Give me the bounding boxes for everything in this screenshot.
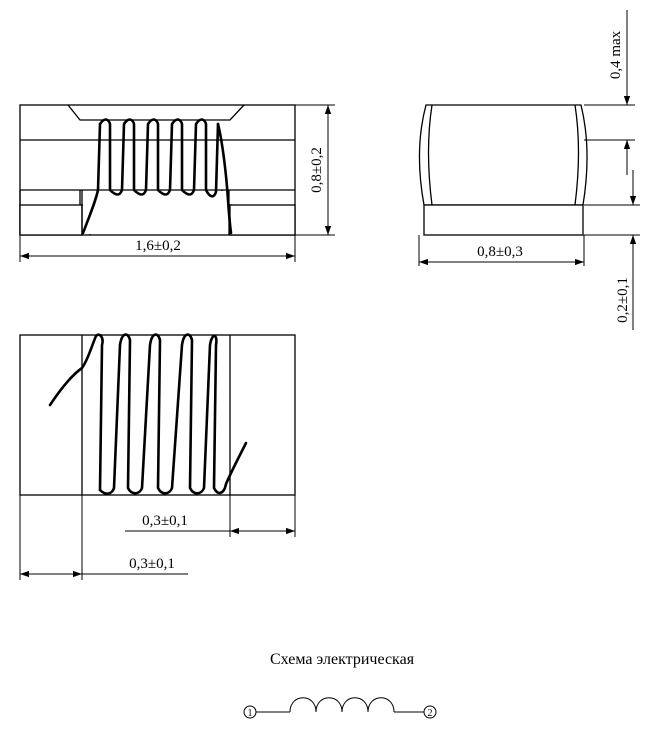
side-top-dim: 0,4 max <box>608 30 624 79</box>
front-window-fill <box>83 191 229 234</box>
side-view: 0,8±0,3 0,4 max 0,2±0,1 <box>418 10 640 330</box>
top-view: 0,3±0,1 0,3±0,1 <box>19 333 296 580</box>
front-view: 1,6±0,2 0,8±0,2 <box>19 104 335 262</box>
top-winding <box>98 333 248 495</box>
pin-2-label: 2 <box>428 708 433 719</box>
front-winding <box>98 118 220 198</box>
pin-1-label: 1 <box>248 708 253 719</box>
schematic-title: Схема электрическая <box>270 651 415 668</box>
top-terminal-right-dim: 0,3±0,1 <box>142 513 188 529</box>
schematic: Схема электрическая 1 2 <box>243 651 437 719</box>
front-winding-lead-right <box>216 122 233 235</box>
front-terminal-right <box>229 204 296 236</box>
side-body-outline <box>418 104 588 206</box>
side-edge-right <box>574 104 580 206</box>
side-edge-left <box>427 104 433 206</box>
top-winding-lead-left <box>48 333 104 492</box>
front-length-dim: 1,6±0,2 <box>135 238 181 254</box>
front-winding-lead-left <box>81 122 102 235</box>
pin-2-circle <box>423 705 437 719</box>
inductor-coil-symbol <box>289 697 395 713</box>
side-terminal-dim: 0,2±0,1 <box>615 277 631 323</box>
side-terminal <box>423 204 584 236</box>
front-height-dim: 0,8±0,2 <box>309 147 325 193</box>
front-terminal-left <box>19 204 83 236</box>
top-terminal-left-dim: 0,3±0,1 <box>129 556 175 572</box>
side-width-dim: 0,8±0,3 <box>477 244 523 260</box>
